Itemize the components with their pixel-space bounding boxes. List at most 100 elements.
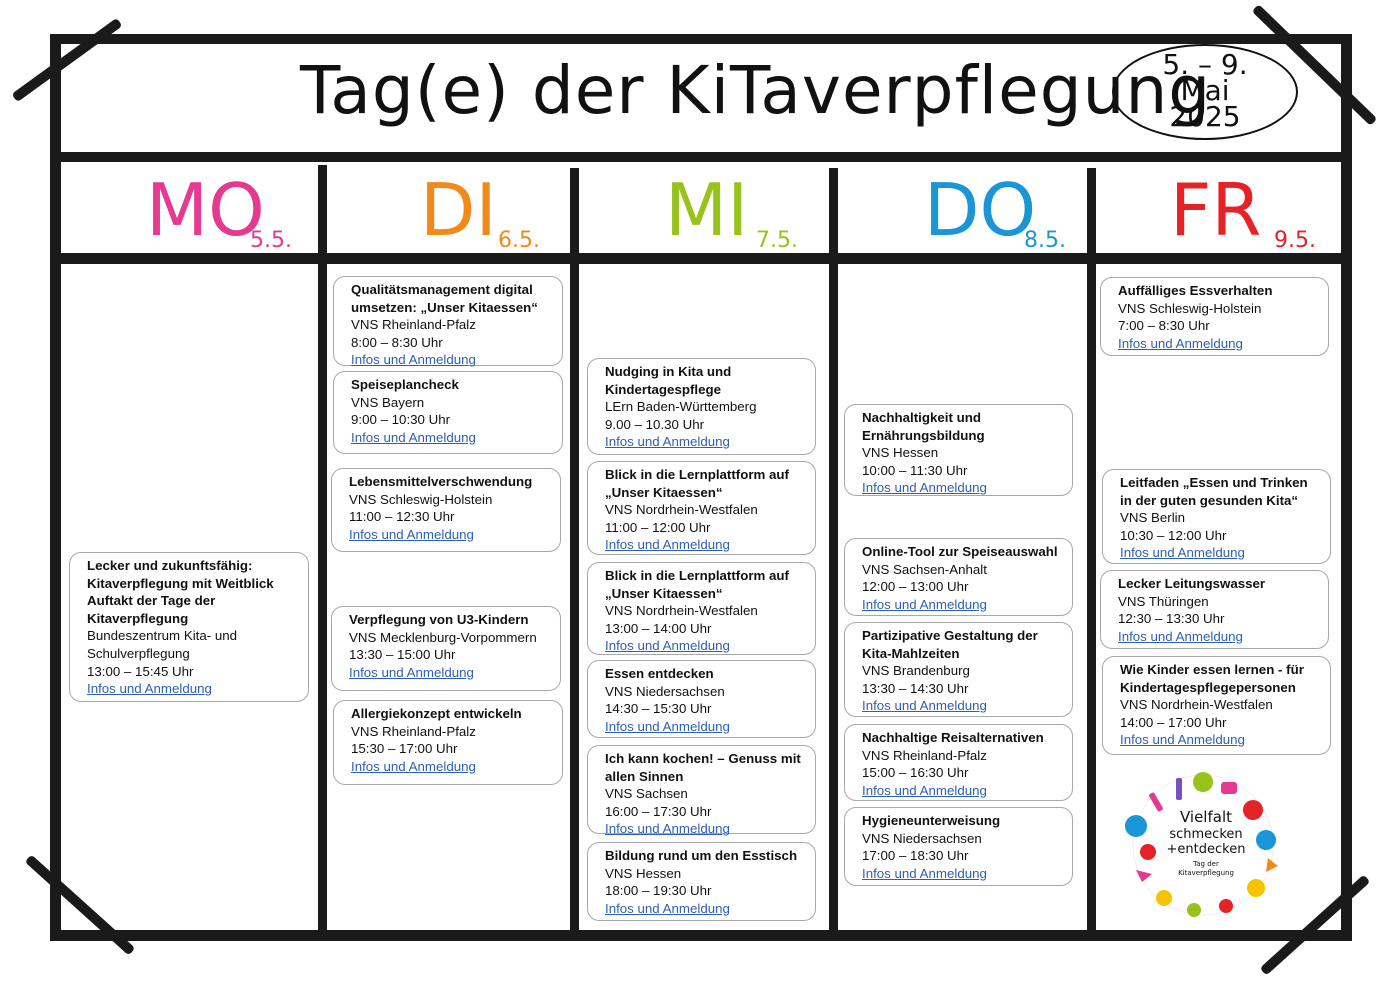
info-registration-link[interactable]: Infos und Anmeldung [351,758,476,774]
logo-line-2: schmecken [1169,827,1242,842]
vielfalt-logo: Vielfalt schmecken +entdecken Tag der Ki… [1125,772,1278,917]
info-registration-link[interactable]: Infos und Anmeldung [605,537,730,553]
frame-left [50,34,61,940]
info-registration-link[interactable]: Infos und Anmeldung [1120,545,1245,561]
info-registration-link[interactable]: Infos und Anmeldung [862,480,987,496]
event-title: Auftakt der Tage der [87,593,216,609]
day-label-di: DI [420,168,497,252]
event-organizer: LErn Baden-Württemberg [605,399,757,415]
info-registration-link[interactable]: Infos und Anmeldung [605,434,730,450]
days-divider [55,253,1350,264]
event-title: Lecker Leitungswasser [1118,576,1266,591]
event-time: 7:00 – 8:30 Uhr [1118,318,1210,334]
column-divider-3 [829,168,838,935]
event-time: 10:00 – 11:30 Uhr [862,462,968,478]
day-label-fr: FR [1170,168,1262,252]
logo-small-2: Kitaverpflegung [1178,869,1234,877]
info-registration-link[interactable]: Infos und Anmeldung [1120,732,1245,748]
date-line-1: 5. – 9. [1162,48,1248,81]
event-time: 10:30 – 12:00 Uhr [1120,527,1227,543]
event-title: Ernährungsbildung [862,427,985,443]
info-registration-link[interactable]: Infos und Anmeldung [351,429,476,445]
frame-bottom [50,930,1352,941]
info-registration-link[interactable]: Infos und Anmeldung [862,698,987,714]
event-time: 14:00 – 17:00 Uhr [1120,714,1227,730]
event-organizer: VNS Schleswig-Holstein [349,491,493,507]
event-organizer: VNS Sachsen [605,786,688,802]
event-organizer: VNS Nordrhein-Westfalen [605,502,758,518]
info-registration-link[interactable]: Infos und Anmeldung [605,821,730,837]
info-registration-link[interactable]: Infos und Anmeldung [1118,335,1243,351]
event-title: Partizipative Gestaltung der [862,628,1038,643]
day-date-mo: 5.5. [250,228,292,253]
event-title: Blick in die Lernplattform auf [605,568,789,583]
event-title: Leitfaden „Essen und Trinken [1120,475,1308,490]
event-organizer: VNS Mecklenburg-Vorpommern [349,629,537,645]
event-organizer: Bundeszentrum Kita- und [87,628,238,644]
info-registration-link[interactable]: Infos und Anmeldung [351,352,476,368]
event-organizer: VNS Brandenburg [862,663,970,679]
event-organizer: VNS Niedersachsen [862,830,982,846]
event-title: Kita-Mahlzeiten [862,645,960,661]
day-date-do: 8.5. [1024,228,1066,253]
date-line-3: 2025 [1169,100,1241,133]
info-registration-link[interactable]: Infos und Anmeldung [605,718,730,734]
event-organizer: VNS Berlin [1120,510,1186,526]
event-title: Wie Kinder essen lernen - für [1120,662,1304,677]
event-title: Kitaverpflegung mit Weitblick [87,575,274,591]
info-registration-link[interactable]: Infos und Anmeldung [605,900,730,916]
info-registration-link[interactable]: Infos und Anmeldung [1118,628,1243,644]
column-divider-1 [318,165,327,935]
logo-small-1: Tag der [1192,860,1219,868]
event-title: Auffälliges Essverhalten [1118,283,1273,298]
info-registration-link[interactable]: Infos und Anmeldung [87,681,212,697]
event-card-mi: Blick in die Lernplattform auf „Unser Kit… [587,461,816,555]
info-registration-link[interactable]: Infos und Anmeldung [349,526,474,542]
frame-top [52,34,1352,44]
event-organizer: VNS Sachsen-Anhalt [862,561,987,577]
event-organizer: Schulverpflegung [87,645,190,661]
event-time: 13:30 – 15:00 Uhr [349,647,456,663]
event-title: Online-Tool zur Speiseauswahl [862,544,1058,559]
day-label-do: DO [924,168,1037,252]
event-time: 16:00 – 17:30 Uhr [605,803,712,819]
logo-line-1: Vielfalt [1180,808,1232,826]
info-registration-link[interactable]: Infos und Anmeldung [605,638,730,654]
info-registration-link[interactable]: Infos und Anmeldung [862,596,987,612]
event-time: 12:30 – 13:30 Uhr [1118,611,1225,627]
event-time: 17:00 – 18:30 Uhr [862,848,969,864]
info-registration-link[interactable]: Infos und Anmeldung [862,865,987,881]
event-title: Lecker und zukunftsfähig: [87,558,253,573]
event-title: allen Sinnen [605,768,684,784]
event-title: Blick in die Lernplattform auf [605,467,789,482]
event-organizer: VNS Hessen [605,865,682,881]
info-registration-link[interactable]: Infos und Anmeldung [862,782,987,798]
info-registration-link[interactable]: Infos und Anmeldung [349,664,474,680]
event-title: umsetzen: „Unser Kitaessen“ [351,299,538,315]
event-organizer: VNS Rheinland-Pfalz [862,747,987,763]
event-title: Allergiekonzept entwickeln [351,706,522,721]
event-title: „Unser Kitaessen“ [605,484,723,500]
event-organizer: VNS Niedersachsen [605,683,725,699]
event-card-mi: Blick in die Lernplattform auf„Unser Kit… [587,562,816,655]
event-title: Kindertagespflege [605,381,722,397]
event-time: 15:30 – 17:00 Uhr [351,741,458,757]
event-title: Essen entdecken [605,666,714,681]
event-time: 11:00 – 12:00 Uhr [605,519,711,535]
event-title: Kindertagespflegepersonen [1120,679,1296,695]
event-time: 12:00 – 13:00 Uhr [862,579,969,595]
date-badge: 5. – 9. Mai 2025 [1112,44,1298,140]
corner-tape-top-left [11,17,123,103]
header-divider [55,152,1350,162]
